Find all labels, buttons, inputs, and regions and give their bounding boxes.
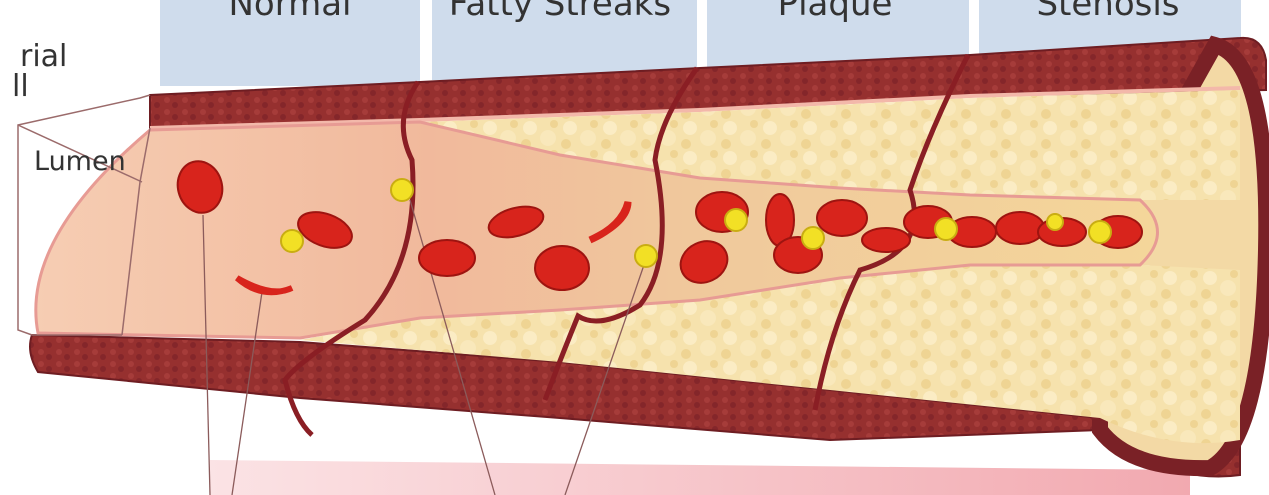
bottom-band bbox=[210, 460, 1190, 495]
arterial-wall-label-line2: ll bbox=[12, 72, 29, 102]
stage-label-normal: Normal bbox=[160, 0, 420, 24]
stage-label-plaque: Plaque bbox=[705, 0, 965, 24]
lumen-label: Lumen bbox=[34, 146, 126, 177]
stage-label-fatty-streaks: Fatty Streaks bbox=[430, 0, 690, 24]
red-blood-cell bbox=[862, 228, 910, 252]
platelet bbox=[281, 230, 303, 252]
arterial-wall-label-line1: rial bbox=[20, 42, 67, 72]
platelet bbox=[1047, 214, 1063, 230]
platelet bbox=[725, 209, 747, 231]
red-blood-cell bbox=[419, 240, 475, 276]
red-blood-cell bbox=[817, 200, 867, 236]
platelet bbox=[635, 245, 657, 267]
platelet bbox=[935, 218, 957, 240]
stage-label-stenosis: Stenosis bbox=[978, 0, 1238, 24]
red-blood-cell bbox=[535, 246, 589, 290]
platelet bbox=[391, 179, 413, 201]
platelet bbox=[802, 227, 824, 249]
platelet bbox=[1089, 221, 1111, 243]
red-blood-cell bbox=[996, 212, 1044, 244]
